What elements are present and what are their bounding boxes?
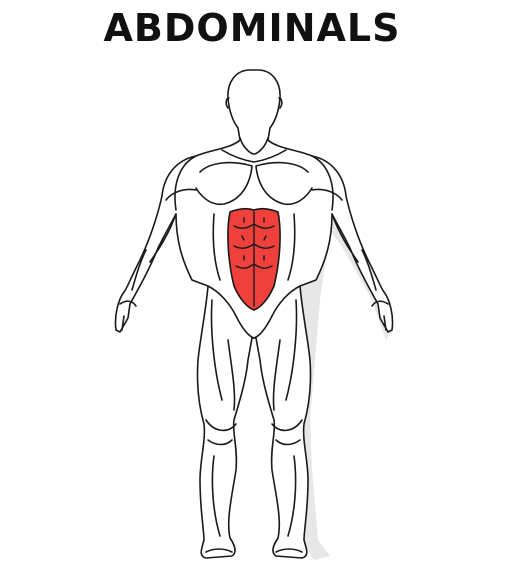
body-outline — [114, 69, 394, 559]
abdominals-highlight — [227, 207, 281, 311]
muscle-contours — [119, 97, 389, 553]
page-title: ABDOMINALS — [103, 6, 401, 50]
